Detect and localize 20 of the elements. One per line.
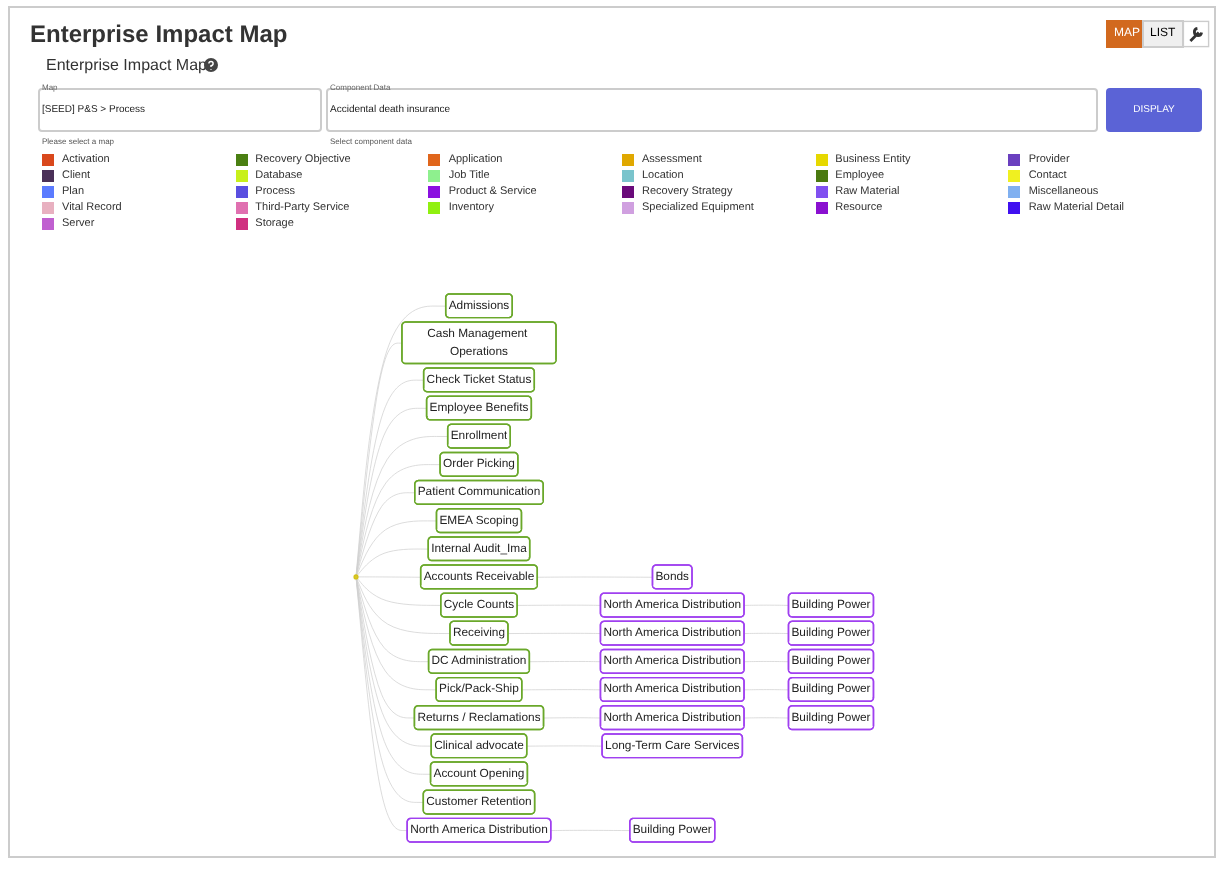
- connector: [550, 830, 631, 831]
- connector: [356, 520, 438, 576]
- section-heading: Enterprise Impact Map: [46, 56, 207, 74]
- connector: [355, 436, 449, 576]
- connector: [355, 464, 441, 576]
- node-circle: [353, 574, 359, 580]
- connector: [355, 379, 425, 576]
- connector: [356, 548, 429, 577]
- connector: [356, 492, 416, 576]
- connector: [355, 305, 447, 576]
- connector: [355, 407, 428, 576]
- connector: [529, 661, 602, 663]
- connector: [356, 577, 442, 606]
- connector: [356, 577, 430, 663]
- page-title: Enterprise Impact Map: [30, 20, 288, 48]
- connector: [356, 577, 451, 634]
- connector: [355, 578, 425, 803]
- connector: [355, 577, 437, 691]
- connector: [744, 661, 790, 663]
- connector: [507, 632, 602, 634]
